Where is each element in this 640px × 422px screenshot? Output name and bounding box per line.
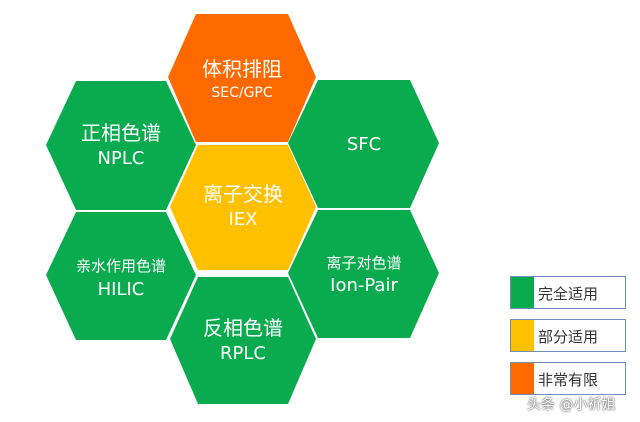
hexagon-ion-pair-shape [288, 210, 439, 338]
legend-swatch-orange [511, 363, 534, 394]
hexagon-sec: 体积排阻 SEC/GPC [168, 14, 316, 142]
hexagon-nplc-abbr: NPLC [98, 148, 145, 169]
hexagon-ion-pair: 离子对色谱 Ion-Pair [288, 210, 439, 338]
hexagon-sec-label: 体积排阻 [202, 57, 282, 81]
hexagon-hilic-label: 亲水作用色谱 [76, 257, 166, 275]
hexagon-ion-pair-abbr: Ion-Pair [330, 275, 398, 296]
hexagon-nplc-shape [46, 81, 196, 210]
legend-label-partial: 部分适用 [538, 328, 599, 346]
legend: 完全适用 部分适用 非常有限 [510, 276, 626, 405]
hexagon-hilic: 亲水作用色谱 HILIC [46, 212, 196, 340]
legend-swatch-green [511, 277, 534, 308]
legend-label-limited: 非常有限 [538, 371, 599, 389]
hexagon-nplc-label: 正相色谱 [81, 121, 161, 145]
hexagon-sfc-shape [288, 80, 439, 208]
hexagon-iex: 离子交换 IEX [170, 145, 316, 270]
hexagon-rplc-label: 反相色谱 [203, 316, 283, 340]
legend-label-full: 完全适用 [538, 285, 599, 303]
hexagon-iex-label: 离子交换 [203, 182, 283, 206]
hexagon-nplc: 正相色谱 NPLC [46, 81, 196, 210]
hexagon-ion-pair-label: 离子对色谱 [326, 254, 401, 272]
hexagon-sfc: SFC [288, 80, 439, 208]
legend-swatch-yellow [511, 320, 534, 351]
hexagon-iex-abbr: IEX [228, 209, 257, 230]
hexagon-sec-abbr: SEC/GPC [211, 85, 273, 101]
legend-item-partial: 部分适用 [510, 319, 626, 352]
hexagon-sfc-abbr: SFC [347, 134, 381, 155]
legend-item-limited: 非常有限 [510, 362, 626, 395]
hexagon-rplc: 反相色谱 RPLC [170, 277, 316, 404]
hexagon-iex-shape [170, 145, 316, 270]
watermark: 头条 @小祈姐 [527, 397, 616, 413]
hexagon-sec-shape [168, 14, 316, 142]
legend-item-full: 完全适用 [510, 276, 626, 309]
hexagon-rplc-shape [170, 277, 316, 404]
hexagon-hilic-abbr: HILIC [98, 279, 145, 300]
hexagon-rplc-abbr: RPLC [220, 343, 266, 364]
hexagon-hilic-shape [46, 212, 196, 340]
